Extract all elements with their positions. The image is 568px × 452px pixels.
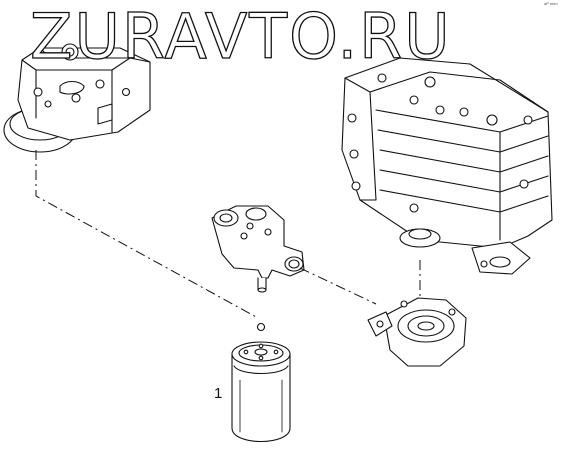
adapter-fitting [211,205,305,293]
oil-cooler-assembly [341,57,553,275]
assembly-line-fitting-to-base [299,267,377,305]
oil-filter-cartridge [231,341,291,443]
callout-label-1: 1 [214,385,223,402]
site-watermark: ZURAVTO.RU [29,0,452,73]
assembly-line-head-to-filter [35,150,259,319]
filter-head-housing [3,43,151,153]
o-ring [256,322,266,332]
filter-base [367,297,467,367]
corner-code: af³ meo [544,1,558,6]
